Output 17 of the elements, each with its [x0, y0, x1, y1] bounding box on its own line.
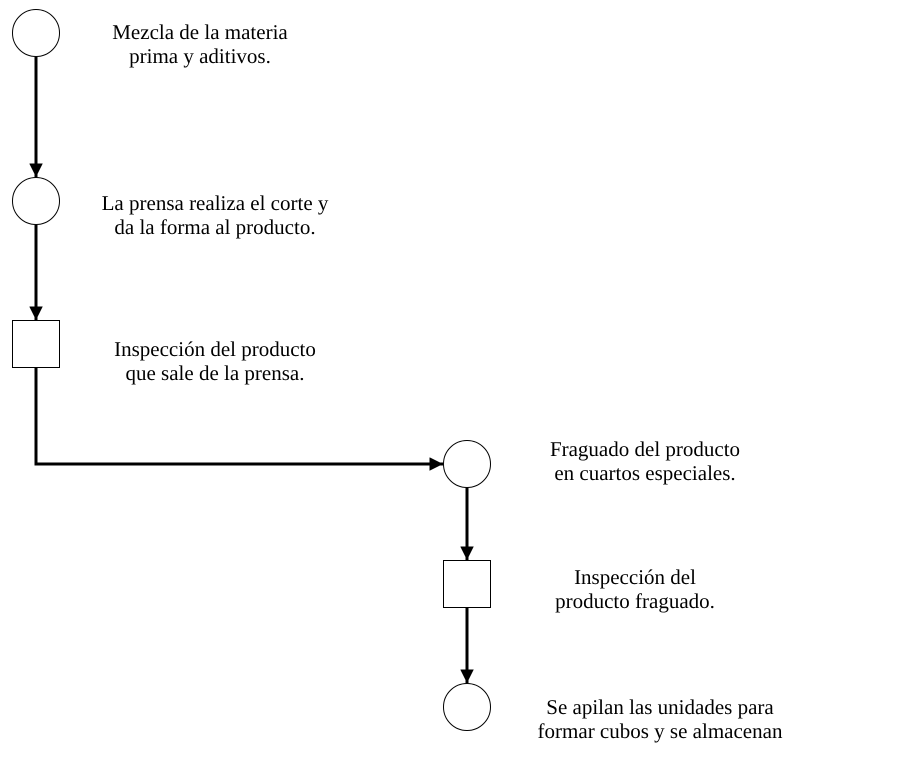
operation-circle: [443, 683, 491, 731]
operation-circle: [12, 177, 60, 225]
step-description: Inspección del producto fraguado.: [554, 565, 716, 613]
arrow: [29, 225, 43, 320]
step-description: Se apilan las unidades para formar cubos y se almacenan: [536, 695, 784, 743]
step-description: Fraguado del producto en cuartos especiales.: [548, 437, 742, 485]
step-description: La prensa realiza el corte y da la forma al producto.: [100, 191, 330, 239]
arrow: [29, 57, 43, 177]
arrow: [460, 488, 474, 560]
inspection-square: [443, 560, 491, 608]
arrow: [460, 608, 474, 683]
operation-circle: [12, 9, 60, 57]
inspection-square: [12, 320, 60, 368]
operation-circle: [443, 440, 491, 488]
step-description: Mezcla de la materia prima y aditivos.: [111, 20, 289, 68]
step-description: Inspección del producto que sale de la prensa.: [113, 337, 317, 385]
arrow: [34, 368, 443, 471]
